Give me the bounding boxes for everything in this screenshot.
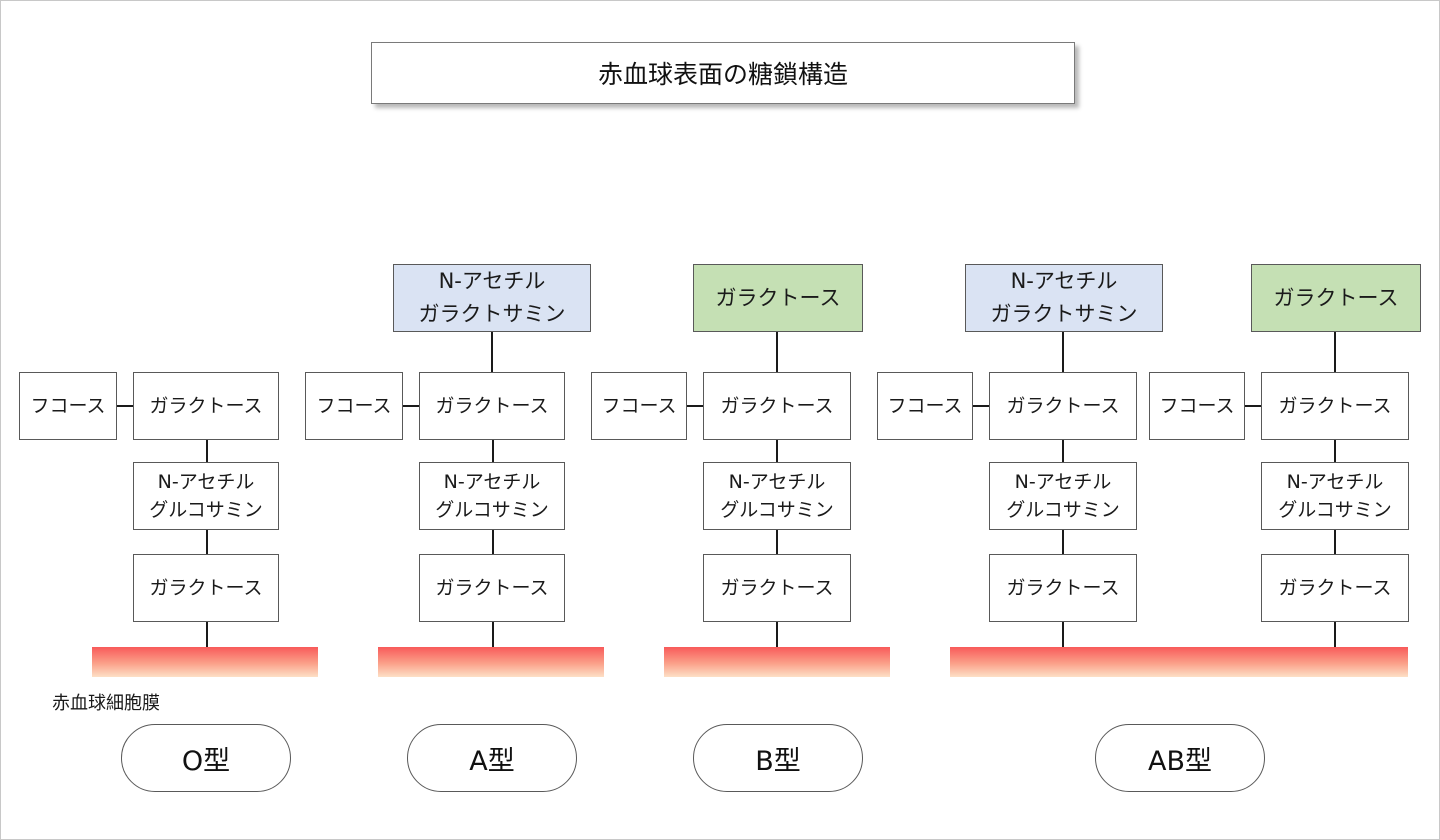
galactose-base-box: ガラクトース — [1261, 554, 1409, 622]
membrane-b — [664, 647, 890, 677]
connector — [206, 440, 208, 462]
fucose-box: フコース — [591, 372, 687, 440]
glcnac-box: N-アセチル グルコサミン — [1261, 462, 1409, 530]
connector — [492, 530, 494, 554]
blood-type-ab-label: AB型 — [1095, 724, 1265, 792]
membrane-a — [378, 647, 604, 677]
blood-type-o-label: O型 — [121, 724, 291, 792]
galactose-base-box: ガラクトース — [133, 554, 279, 622]
blood-type-b-label: B型 — [693, 724, 863, 792]
glcnac-box: N-アセチル グルコサミン — [419, 462, 565, 530]
connector — [1245, 405, 1261, 407]
galnac-terminal-box: N-アセチル ガラクトサミン — [965, 264, 1163, 332]
connector — [1334, 332, 1336, 372]
connector — [776, 530, 778, 554]
connector — [1062, 440, 1064, 462]
connector — [117, 405, 133, 407]
fucose-box: フコース — [305, 372, 403, 440]
connector — [206, 530, 208, 554]
galactose-box: ガラクトース — [989, 372, 1137, 440]
membrane-ab — [950, 647, 1408, 677]
connector — [403, 405, 419, 407]
connector — [491, 332, 493, 372]
connector — [1062, 332, 1064, 372]
galactose-terminal-box: ガラクトース — [1251, 264, 1421, 332]
connector — [206, 622, 208, 648]
blood-type-a-label: A型 — [407, 724, 577, 792]
connector — [687, 405, 703, 407]
connector — [1334, 440, 1336, 462]
connector — [776, 622, 778, 648]
fucose-box: フコース — [1149, 372, 1245, 440]
membrane-label: 赤血球細胞膜 — [52, 693, 160, 714]
connector — [492, 440, 494, 462]
connector — [776, 440, 778, 462]
diagram-title: 赤血球表面の糖鎖構造 — [371, 42, 1075, 104]
galnac-terminal-box: N-アセチル ガラクトサミン — [393, 264, 591, 332]
glcnac-box: N-アセチル グルコサミン — [133, 462, 279, 530]
connector — [1062, 622, 1064, 648]
galactose-box: ガラクトース — [419, 372, 565, 440]
connector — [1062, 530, 1064, 554]
galactose-box: ガラクトース — [133, 372, 279, 440]
connector — [1334, 622, 1336, 648]
galactose-terminal-box: ガラクトース — [693, 264, 863, 332]
connector — [973, 405, 989, 407]
galactose-base-box: ガラクトース — [989, 554, 1137, 622]
glcnac-box: N-アセチル グルコサミン — [703, 462, 851, 530]
fucose-box: フコース — [877, 372, 973, 440]
glcnac-box: N-アセチル グルコサミン — [989, 462, 1137, 530]
galactose-base-box: ガラクトース — [419, 554, 565, 622]
membrane-o — [92, 647, 318, 677]
connector — [776, 332, 778, 372]
galactose-box: ガラクトース — [703, 372, 851, 440]
fucose-box: フコース — [19, 372, 117, 440]
connector — [1334, 530, 1336, 554]
connector — [492, 622, 494, 648]
galactose-box: ガラクトース — [1261, 372, 1409, 440]
galactose-base-box: ガラクトース — [703, 554, 851, 622]
